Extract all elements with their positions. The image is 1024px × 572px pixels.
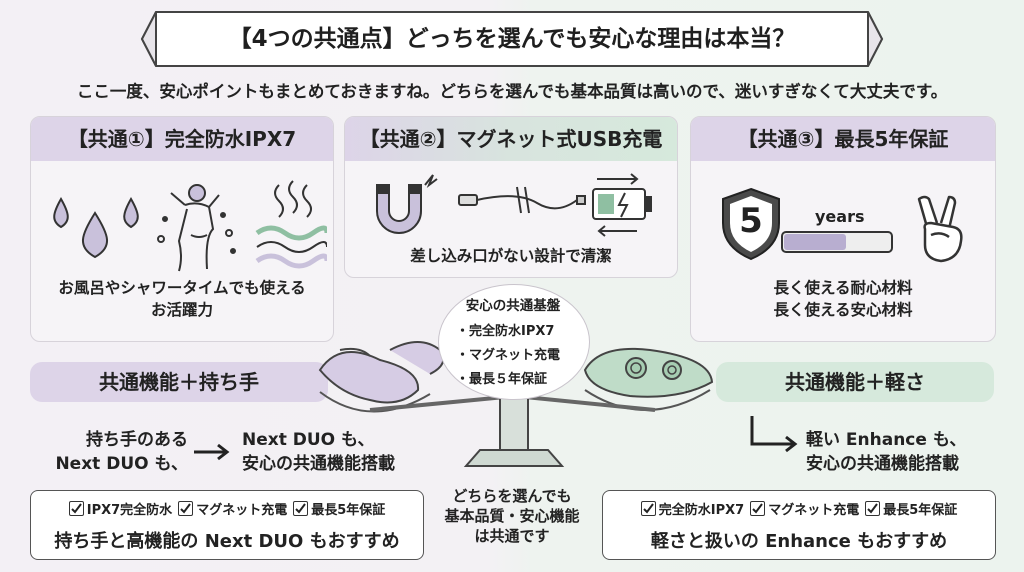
feature-pill-light: 共通機能＋軽さ — [716, 362, 994, 402]
page-title: 【4つの共通点】どっちを選んでも安心な理由は本当？ — [228, 26, 796, 52]
arrow-right-icon — [194, 443, 230, 461]
card-caption-line: お活躍力 — [150, 301, 213, 319]
recommend-box-next-duo: IPX7完全防水 マグネット充電 最長5年保証 持ち手と高機能の Next DU… — [30, 490, 424, 560]
bubble-item: ・完全防水IPX7 — [456, 324, 555, 339]
card-caption-line: お風呂やシャワータイムでも使える — [58, 279, 306, 297]
card-heading: 【共通①】完全防水IPX7 — [31, 117, 333, 161]
steam-waves-icon — [255, 180, 327, 269]
usb-cable-icon — [458, 186, 586, 214]
shield-icon — [722, 187, 780, 261]
check-item: マグネット充電 — [750, 499, 859, 518]
arrow-down-right-icon — [750, 416, 798, 453]
center-note: どちらを選んでも 基本品質・安心機能 は共通です — [444, 487, 580, 545]
bubble-item: ・マグネット充電 — [456, 348, 561, 363]
checkbox-icon — [68, 501, 84, 516]
checkbox-icon — [293, 501, 309, 516]
recommend-text: 持ち手と高機能の Next DUO もおすすめ — [54, 531, 400, 552]
card-waterproof: 【共通①】完全防水IPX7 お風呂やシャワータイムでも使える お活躍力 — [30, 116, 334, 342]
shower-person-icon — [157, 184, 236, 272]
card-heading: 【共通②】マグネット式USB充電 — [345, 117, 677, 161]
flow-left-to: Next DUO も、 安心の共通機能搭載 — [242, 430, 395, 474]
checkbox-icon — [750, 501, 766, 516]
recommend-text: 軽さと扱いの Enhance もおすすめ — [650, 531, 948, 552]
center-bubble — [438, 284, 590, 400]
check-item: 最長5年保証 — [865, 499, 957, 518]
bubble-title: 安心の共通基盤 — [465, 298, 561, 314]
card-warranty: 【共通③】最長5年保証 5 years 長く使える耐心材料 長く使える安心材料 — [690, 116, 996, 342]
progress-bar-icon — [781, 231, 893, 253]
card-caption-line: 差し込み口がない設計で清潔 — [410, 247, 612, 265]
title-banner — [140, 11, 884, 67]
check-item: マグネット充電 — [178, 499, 287, 518]
card-magnetic-charging: 【共通②】マグネット式USB充電 差し込み口がない設計で清潔 — [344, 116, 678, 278]
water-drops-icon — [53, 196, 139, 259]
checkbox-icon — [865, 501, 881, 516]
checkbox-icon — [640, 501, 656, 516]
balance-scale-illustration — [318, 341, 714, 467]
card-caption-line: 長く使える安心材料 — [773, 301, 913, 319]
magnet-icon — [376, 174, 438, 234]
flow-right-to: 軽い Enhance も、 安心の共通機能搭載 — [806, 430, 967, 474]
checkbox-icon — [178, 501, 194, 516]
check-item: 完全防水IPX7 — [640, 499, 744, 518]
peace-hand-icon — [917, 195, 963, 263]
recommend-box-enhance: 完全防水IPX7 マグネット充電 最長5年保証 軽さと扱いの Enhance も… — [602, 490, 996, 560]
check-item: IPX7完全防水 — [68, 499, 172, 518]
battery-charging-icon — [592, 173, 652, 237]
card-heading: 【共通③】最長5年保証 — [691, 117, 995, 161]
flow-left-from: 持ち手のある Next DUO も、 — [55, 430, 188, 474]
warranty-unit: years — [815, 207, 865, 226]
feature-pill-handle: 共通機能＋持ち手 — [30, 362, 328, 402]
intro-text: ここ一度、安心ポイントもまとめておきますね。どちらを選んでも基本品質は高いので、… — [76, 82, 948, 101]
card-caption-line: 長く使える耐心材料 — [773, 279, 913, 297]
bubble-item: ・最長５年保証 — [456, 372, 548, 387]
check-item: 最長5年保証 — [293, 499, 385, 518]
warranty-number: 5 — [739, 201, 763, 241]
